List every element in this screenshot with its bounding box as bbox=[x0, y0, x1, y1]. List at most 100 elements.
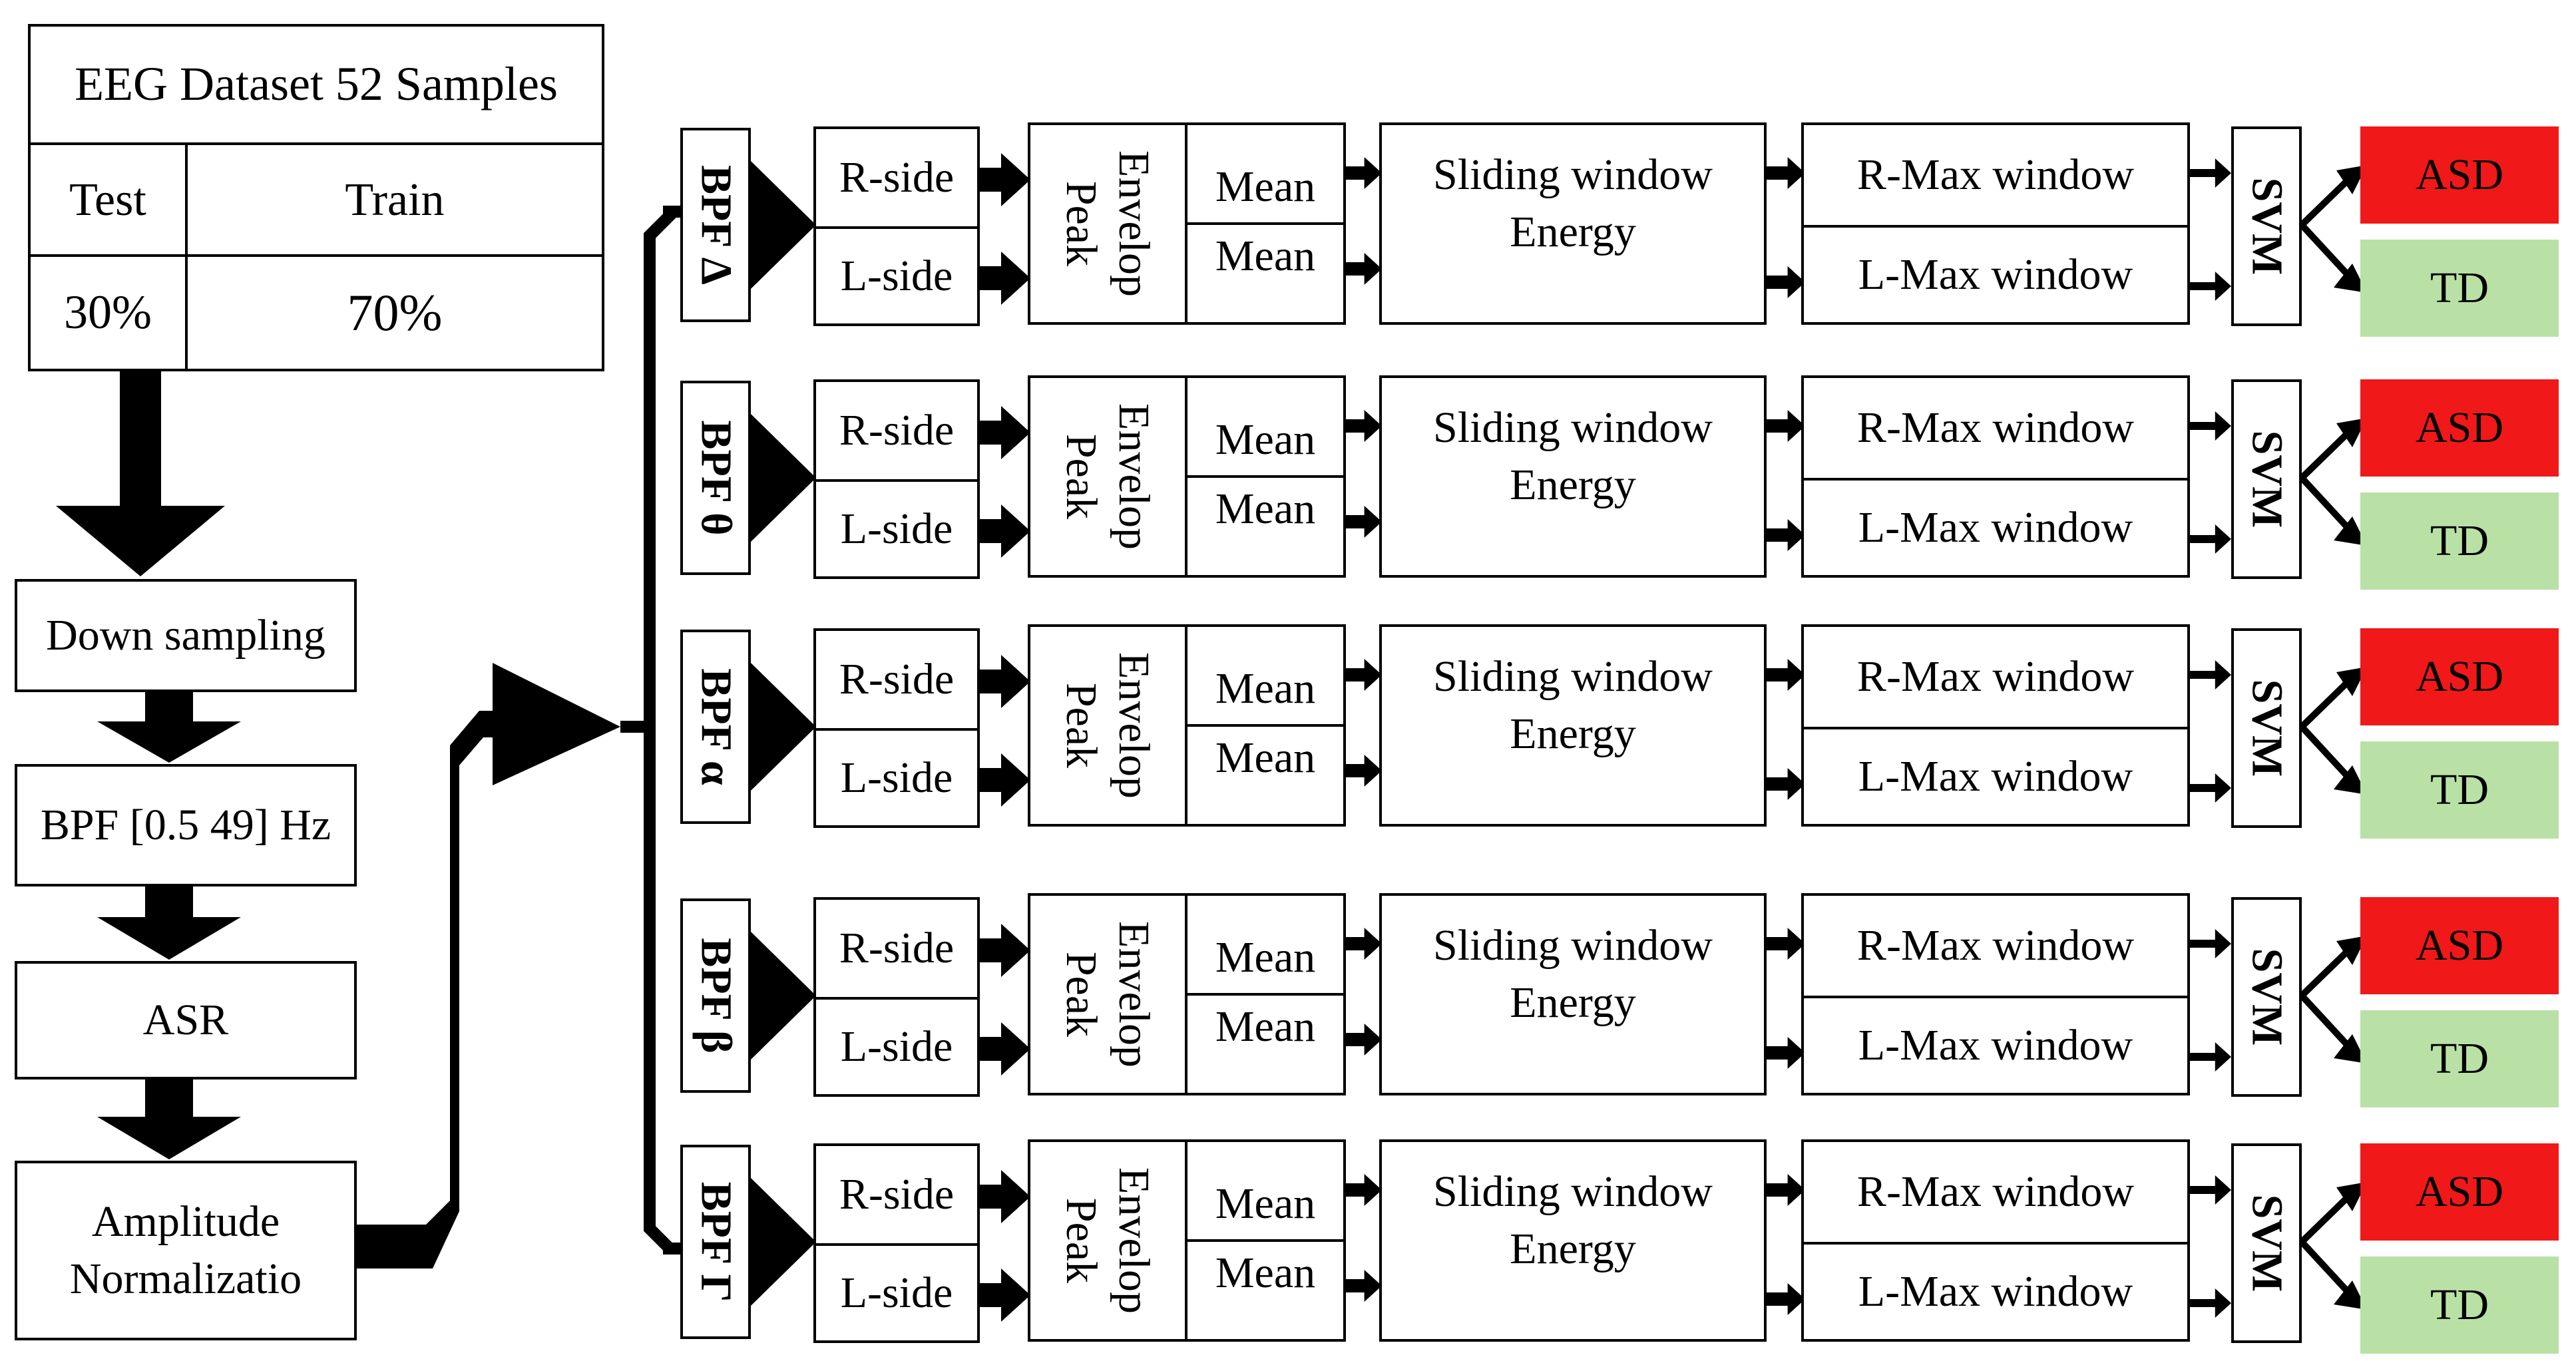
down-sampling-box: Down sampling bbox=[15, 579, 357, 692]
sliding-line1: Sliding window bbox=[1433, 921, 1713, 970]
mean-label: Mean bbox=[1215, 1179, 1316, 1229]
arrow-rmax-svm bbox=[2190, 158, 2231, 188]
svm-label: SVM bbox=[2243, 430, 2292, 528]
l-max-label: L-Max window bbox=[1858, 503, 2133, 552]
r-max-label: R-Max window bbox=[1856, 652, 2135, 701]
arrow-svm-td-line bbox=[2299, 993, 2352, 1050]
arrow-lmax-svm bbox=[2190, 1042, 2231, 1071]
svm-box: SVM bbox=[2231, 126, 2302, 326]
mean-box-r: Mean bbox=[1185, 122, 1346, 225]
arrow-mean-sliding-r bbox=[1346, 157, 1382, 189]
td-label: TD bbox=[2430, 264, 2489, 313]
arrow-band-split bbox=[751, 663, 816, 791]
r-side-label: R-side bbox=[839, 1170, 955, 1219]
sliding-line2: Energy bbox=[1510, 709, 1636, 758]
arrow-mean-sliding-l bbox=[1346, 253, 1382, 285]
asd-result-box: ASD bbox=[2360, 897, 2559, 994]
arrow-sliding-lmax bbox=[1767, 266, 1805, 298]
r-max-label: R-Max window bbox=[1856, 921, 2135, 970]
l-max-window-box: L-Max window bbox=[1801, 727, 2190, 827]
r-max-window-box: R-Max window bbox=[1801, 624, 2190, 729]
l-max-window-box: L-Max window bbox=[1801, 478, 2190, 578]
td-label: TD bbox=[2430, 516, 2489, 566]
svm-box: SVM bbox=[2231, 628, 2302, 828]
arrow-mean-sliding-l bbox=[1346, 755, 1382, 787]
arrow-mean-sliding-r bbox=[1346, 659, 1382, 691]
asd-label: ASD bbox=[2415, 652, 2504, 701]
arrow-dataset-down bbox=[56, 371, 225, 576]
arrow-band-split bbox=[751, 1178, 816, 1306]
l-side-box: L-side bbox=[813, 479, 980, 579]
arrow-l-peak bbox=[980, 1022, 1030, 1075]
arrow-r-peak bbox=[980, 153, 1030, 206]
arrow-svm-td-line bbox=[2299, 724, 2352, 781]
l-side-label: L-side bbox=[840, 753, 953, 803]
mean-label: Mean bbox=[1215, 933, 1316, 982]
arrow-svm-td-head bbox=[2334, 1034, 2367, 1064]
td-result-box: TD bbox=[2360, 240, 2559, 337]
arrow-sliding-rmax bbox=[1767, 659, 1805, 691]
arrow-svm-asd-head bbox=[2336, 418, 2367, 447]
bpf-band-label: BPF θ bbox=[692, 420, 741, 536]
mean-label: Mean bbox=[1215, 664, 1316, 713]
arrow-svm-td-head bbox=[2334, 765, 2367, 795]
svm-label: SVM bbox=[2243, 948, 2292, 1046]
sliding-line1: Sliding window bbox=[1433, 150, 1713, 199]
bpf-band-label: BPF α bbox=[692, 668, 741, 785]
envelop-line: Envelop bbox=[1110, 652, 1159, 799]
arrow-sliding-rmax bbox=[1767, 157, 1805, 189]
arrow-l-peak bbox=[980, 753, 1030, 807]
mean-box-r: Mean bbox=[1185, 624, 1346, 727]
arrow-svm-asd-head bbox=[2336, 165, 2367, 194]
sliding-line2: Energy bbox=[1510, 978, 1636, 1027]
arrow-mean-sliding-r bbox=[1346, 410, 1382, 442]
peak-line: Peak bbox=[1057, 180, 1106, 267]
l-max-window-box: L-Max window bbox=[1801, 225, 2190, 325]
asd-label: ASD bbox=[2415, 150, 2504, 200]
arrow-svm-td-head bbox=[2334, 1280, 2367, 1310]
arrow-sliding-lmax bbox=[1767, 1283, 1805, 1315]
r-side-box: R-side bbox=[813, 628, 980, 731]
mean-label: Mean bbox=[1215, 415, 1316, 465]
arrow-svm-asd-head bbox=[2336, 936, 2367, 965]
td-result-box: TD bbox=[2360, 1010, 2559, 1107]
dataset-title: EEG Dataset 52 Samples bbox=[28, 24, 604, 145]
td-result-box: TD bbox=[2360, 492, 2559, 590]
sliding-line2: Energy bbox=[1510, 460, 1636, 509]
svm-box: SVM bbox=[2231, 379, 2302, 579]
r-max-window-box: R-Max window bbox=[1801, 375, 2190, 481]
amp-norm-line1: Amplitude bbox=[91, 1197, 280, 1247]
arrow-svm-asd-line bbox=[2299, 946, 2352, 998]
arrow-amp-splitter bbox=[357, 663, 620, 1268]
arrow-rmax-svm bbox=[2190, 411, 2231, 441]
envelop-line: Envelop bbox=[1110, 403, 1159, 550]
dataset-table: EEG Dataset 52 Samples Test Train 30% 70… bbox=[28, 24, 604, 371]
bpf-band-box: BPF θ bbox=[680, 381, 751, 575]
arrow-lmax-svm bbox=[2190, 524, 2231, 554]
arrow-rmax-svm bbox=[2190, 929, 2231, 958]
arrow-mean-sliding-l bbox=[1346, 1270, 1382, 1302]
arrow-r-peak bbox=[980, 924, 1030, 977]
amplitude-normalization-box: Amplitude Normalizatio bbox=[15, 1161, 357, 1340]
bpf-band-box: BPF Γ bbox=[680, 1145, 751, 1339]
l-max-label: L-Max window bbox=[1858, 250, 2133, 299]
l-max-window-box: L-Max window bbox=[1801, 1242, 2190, 1342]
l-side-label: L-side bbox=[840, 1022, 953, 1071]
mean-label: Mean bbox=[1215, 232, 1316, 280]
r-max-label: R-Max window bbox=[1856, 150, 2135, 200]
mean-label: Mean bbox=[1215, 162, 1316, 212]
r-side-box: R-side bbox=[813, 897, 980, 1000]
arrow-mean-sliding-r bbox=[1346, 928, 1382, 960]
arrow-bpf-asr bbox=[97, 886, 241, 960]
mean-box-r: Mean bbox=[1185, 1139, 1346, 1242]
svm-label: SVM bbox=[2243, 177, 2292, 276]
arrow-sliding-rmax bbox=[1767, 928, 1805, 960]
mean-box-r: Mean bbox=[1185, 375, 1346, 478]
r-max-label: R-Max window bbox=[1856, 1167, 2135, 1217]
